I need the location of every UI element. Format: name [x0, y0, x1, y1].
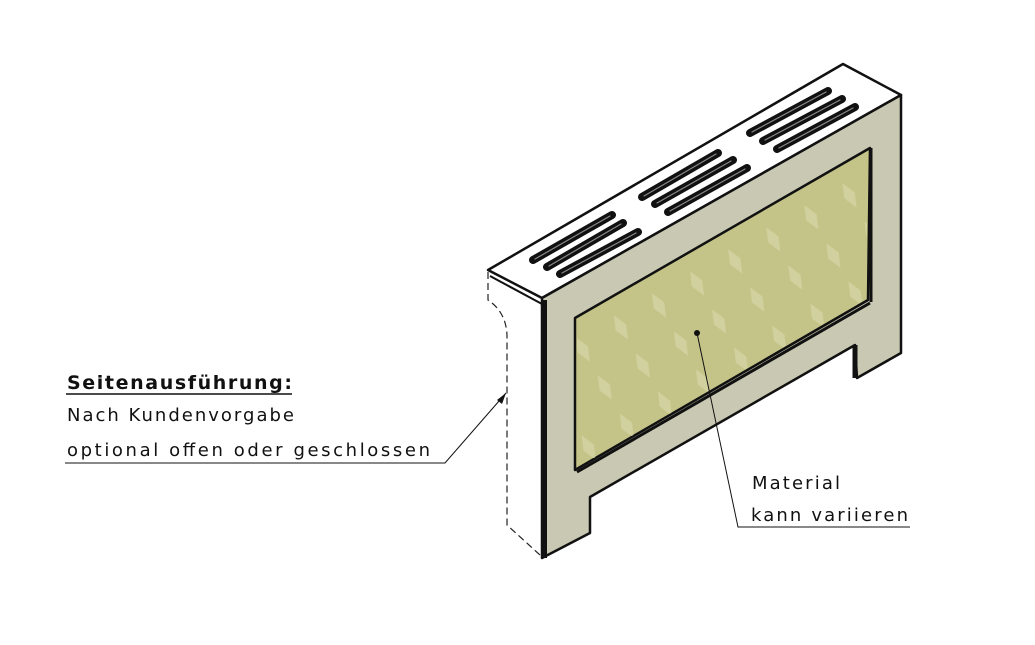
side-note-line2: optional offen oder geschlossen — [67, 440, 430, 461]
vent-slots — [529, 87, 859, 278]
side-leader-line — [65, 392, 507, 464]
arrowhead-icon — [497, 393, 506, 404]
top-edge — [489, 275, 543, 305]
material-label: Material — [752, 473, 840, 494]
material-leader-line — [696, 332, 910, 528]
front-thickness-edge — [541, 300, 547, 558]
side-outline-dashed — [487, 272, 541, 556]
material-variation-label: kann variieren — [751, 505, 908, 526]
material-panel — [573, 146, 873, 474]
side-note-line1: Nach Kundenvorgabe — [67, 405, 294, 426]
side-note-heading: Seitenausführung: — [67, 372, 292, 394]
